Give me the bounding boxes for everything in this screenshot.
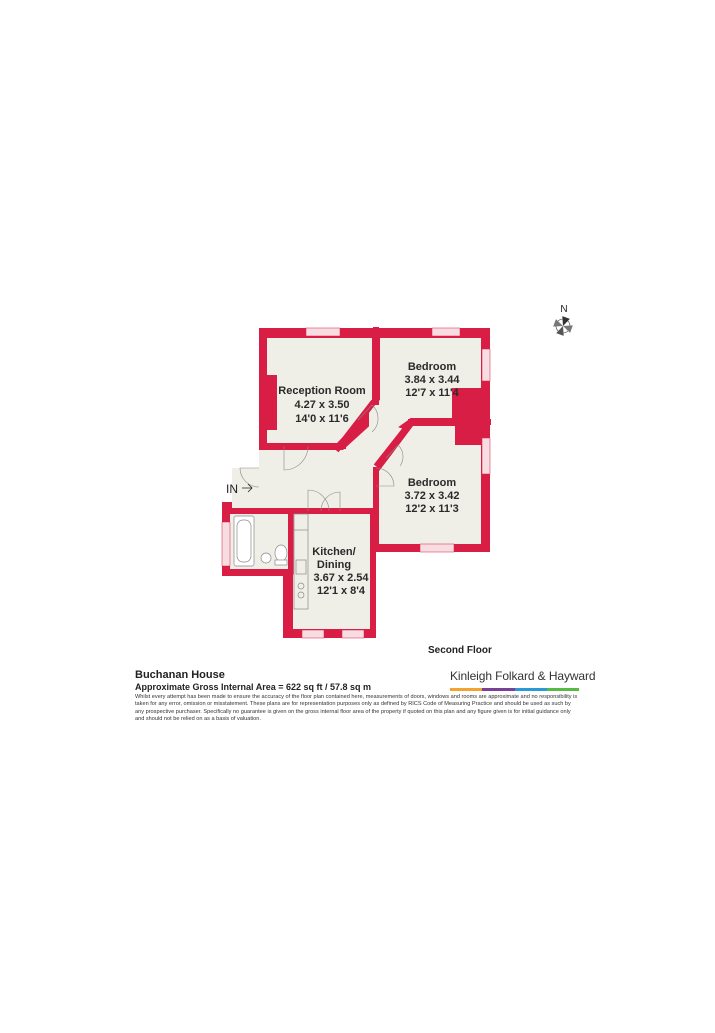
window bbox=[431, 327, 461, 337]
toilet bbox=[274, 544, 288, 562]
window bbox=[481, 348, 491, 382]
doors bbox=[239, 404, 404, 512]
door-swing bbox=[283, 445, 309, 471]
entrance-arrow bbox=[242, 483, 253, 493]
room-metric-kitchen: 3.67 x 2.54 bbox=[313, 572, 369, 584]
north-label: N bbox=[560, 304, 567, 315]
disclaimer-text: Whilst every attempt has been made to en… bbox=[135, 694, 578, 723]
room-imperial-bedroom-1: 12'7 x 11'4 bbox=[405, 387, 459, 399]
window bbox=[305, 327, 341, 337]
room-imperial-bedroom-2: 12'2 x 11'3 bbox=[405, 503, 459, 515]
room-metric-bedroom-2: 3.72 x 3.42 bbox=[404, 490, 459, 502]
room-imperial-kitchen: 12'1 x 8'4 bbox=[317, 585, 366, 597]
kitchen-counter bbox=[293, 513, 309, 610]
brand-color-bar bbox=[450, 688, 579, 691]
room-imperial-reception: 14'0 x 11'6 bbox=[295, 413, 349, 425]
window bbox=[221, 521, 231, 567]
room-metric-reception: 4.27 x 3.50 bbox=[294, 399, 349, 411]
room-name-bedroom-2: Bedroom bbox=[408, 477, 457, 489]
door-swing bbox=[320, 491, 341, 512]
chimney-breast-reception bbox=[267, 375, 277, 430]
interior-walls bbox=[223, 327, 491, 575]
window bbox=[341, 629, 365, 639]
compass-needle-north bbox=[562, 316, 570, 326]
door-swing bbox=[375, 467, 395, 487]
window bbox=[301, 629, 325, 639]
door-swing bbox=[307, 489, 330, 512]
kitchen-fixtures bbox=[293, 513, 309, 610]
brand-stripe bbox=[514, 688, 547, 691]
room-name-kitchen-line1: Kitchen/ bbox=[312, 546, 355, 558]
entrance-label: IN bbox=[226, 482, 238, 496]
wall-diagonal-bedroom bbox=[373, 417, 416, 469]
door-swing bbox=[239, 467, 260, 488]
reception-room-floor bbox=[267, 338, 372, 443]
brand-stripe bbox=[482, 688, 515, 691]
bathroom-fixtures bbox=[233, 515, 288, 567]
chimney-breast-bedroom bbox=[452, 388, 489, 425]
compass-needle-west bbox=[553, 319, 563, 327]
basin bbox=[260, 552, 272, 564]
hallway-floor bbox=[232, 420, 407, 508]
toilet-cistern bbox=[274, 559, 288, 566]
window bbox=[419, 543, 455, 553]
room-metric-bedroom-1: 3.84 x 3.44 bbox=[404, 374, 460, 386]
windows bbox=[221, 327, 491, 639]
window bbox=[481, 437, 491, 475]
bedroom-1-floor bbox=[369, 338, 481, 448]
bathtub-inner bbox=[236, 519, 252, 563]
brand-name: Kinleigh Folkard & Hayward bbox=[450, 669, 596, 683]
brand-stripe bbox=[450, 688, 483, 691]
room-name-reception: Reception Room bbox=[278, 385, 366, 397]
sink bbox=[295, 559, 307, 575]
room-name-kitchen-line2: Dining bbox=[317, 559, 351, 571]
compass-needle-east bbox=[563, 325, 573, 333]
brand-stripe bbox=[546, 688, 579, 691]
room-name-bedroom-1: Bedroom bbox=[408, 361, 457, 373]
gross-internal-area: Approximate Gross Internal Area = 622 sq… bbox=[135, 682, 372, 692]
hob-ring bbox=[297, 591, 305, 599]
property-title: Buchanan House bbox=[135, 669, 225, 681]
floor-label: Second Floor bbox=[428, 645, 492, 656]
door-swing bbox=[357, 404, 379, 433]
hob-ring bbox=[297, 582, 305, 590]
room-labels: Reception Room 4.27 x 3.50 14'0 x 11'6 B… bbox=[278, 361, 460, 597]
north-compass: N bbox=[553, 304, 573, 336]
kitchen-dining-floor bbox=[293, 513, 370, 629]
door-swing bbox=[385, 444, 404, 467]
bedroom-2-floor bbox=[376, 426, 481, 544]
compass-needle-south bbox=[556, 326, 564, 336]
